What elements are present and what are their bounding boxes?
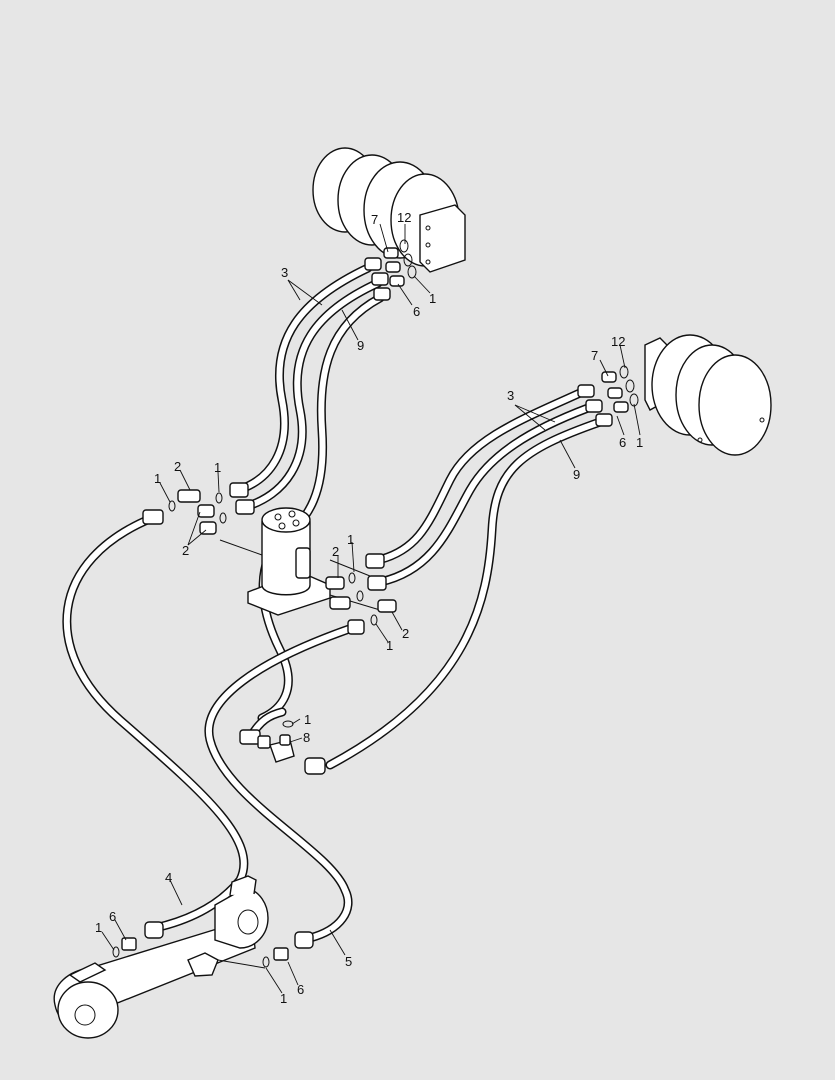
hose-top-a: [233, 263, 373, 495]
leader-lines: [101, 223, 641, 994]
hose-5: [204, 623, 357, 943]
right-motor-fittings: [577, 365, 639, 427]
label-tee-8: 8: [303, 730, 310, 745]
hose-right-c: [325, 417, 605, 770]
label-right-motor-12: 12: [611, 334, 625, 349]
label-right-motor-9: 9: [573, 467, 580, 482]
label-top-motor-3: 3: [281, 265, 288, 280]
label-right-motor-3: 3: [507, 388, 514, 403]
label-cyl-1b: 1: [280, 991, 287, 1006]
label-center-1b: 1: [386, 638, 393, 653]
label-left-fit-2a: 2: [174, 459, 181, 474]
label-cyl-1a: 1: [95, 920, 102, 935]
label-cyl-5: 5: [345, 954, 352, 969]
label-left-fit-1b: 1: [214, 460, 221, 475]
top-motor-fittings: [364, 239, 417, 301]
hose-top-b: [240, 278, 383, 512]
right-travel-motor: [644, 334, 772, 456]
hose-right-a: [373, 388, 585, 565]
callout-labels: 7 12 3 1 6 9 12 7 3 6 1 9 1 2 1 2 2 1 2 …: [95, 210, 643, 1006]
swivel-joint: [219, 507, 381, 616]
hose-right-b: [375, 403, 593, 587]
label-right-motor-6: 6: [619, 435, 626, 450]
top-travel-motor: [312, 147, 466, 273]
label-top-motor-1: 1: [429, 291, 436, 306]
label-center-2a: 2: [332, 544, 339, 559]
swivel-left-fittings: [142, 482, 255, 535]
label-left-fit-2b: 2: [182, 543, 189, 558]
cylinder-fittings: [112, 921, 314, 968]
label-top-motor-6: 6: [413, 304, 420, 319]
label-right-motor-1: 1: [636, 435, 643, 450]
label-top-motor-12: 12: [397, 210, 411, 225]
tee-fitting: [239, 720, 326, 775]
hose-4: [62, 513, 249, 933]
label-cyl-6a: 6: [109, 909, 116, 924]
label-tee-1: 1: [304, 712, 311, 727]
label-right-motor-7: 7: [591, 348, 598, 363]
label-top-motor-7: 7: [371, 212, 378, 227]
label-top-motor-9: 9: [357, 338, 364, 353]
label-left-fit-1a: 1: [154, 471, 161, 486]
label-center-2b: 2: [402, 626, 409, 641]
label-cyl-4: 4: [165, 870, 172, 885]
label-cyl-6b: 6: [297, 982, 304, 997]
cylinder: [53, 875, 269, 1039]
label-center-1a: 1: [347, 532, 354, 547]
swivel-right-fittings: [325, 553, 397, 635]
